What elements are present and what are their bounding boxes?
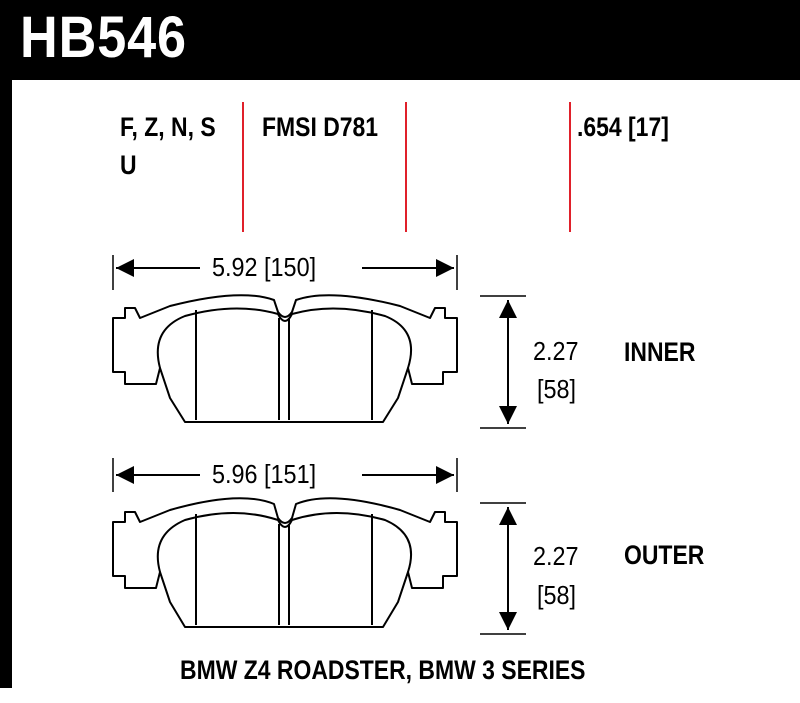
part-number: HB546 — [20, 5, 187, 70]
header-bar: HB546 — [0, 0, 800, 80]
outer-height-inches: 2.27 — [533, 541, 579, 571]
inner-height-inches: 2.27 — [533, 336, 579, 366]
outer-width-label: 5.96 [151] — [212, 459, 317, 489]
vehicle-application: BMW Z4 ROADSTER, BMW 3 SERIES — [180, 655, 586, 685]
outer-pad-label: OUTER — [624, 540, 705, 570]
inner-pad-outline — [112, 294, 458, 423]
compound-codes-line1: F, Z, N, S — [120, 112, 216, 142]
outer-height-mm: [58] — [537, 580, 577, 610]
pad-thickness: .654 [17] — [577, 112, 669, 142]
fmsi-number: FMSI D781 — [262, 112, 379, 142]
inner-height-mm: [58] — [537, 374, 577, 404]
compound-codes-line2: U — [120, 150, 137, 180]
outer-pad-outline — [112, 497, 458, 628]
left-border-rule — [0, 80, 12, 688]
inner-width-label: 5.92 [150] — [212, 252, 317, 282]
inner-pad-label: INNER — [624, 337, 696, 367]
